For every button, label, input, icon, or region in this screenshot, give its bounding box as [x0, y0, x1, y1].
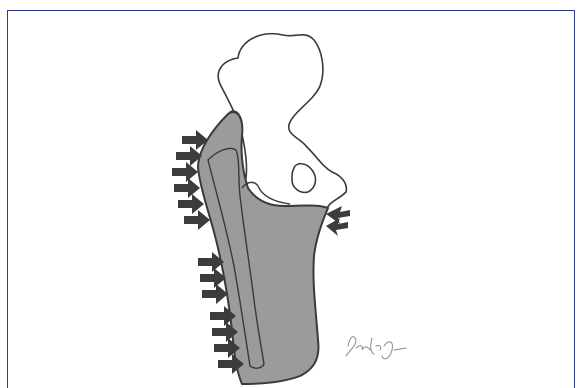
arrow-5 [178, 194, 204, 214]
arrow-6 [184, 210, 210, 230]
artist-signature [346, 337, 406, 359]
arrow-3 [172, 162, 198, 182]
arrow-group-right [326, 206, 350, 236]
arrow-15 [326, 218, 348, 236]
